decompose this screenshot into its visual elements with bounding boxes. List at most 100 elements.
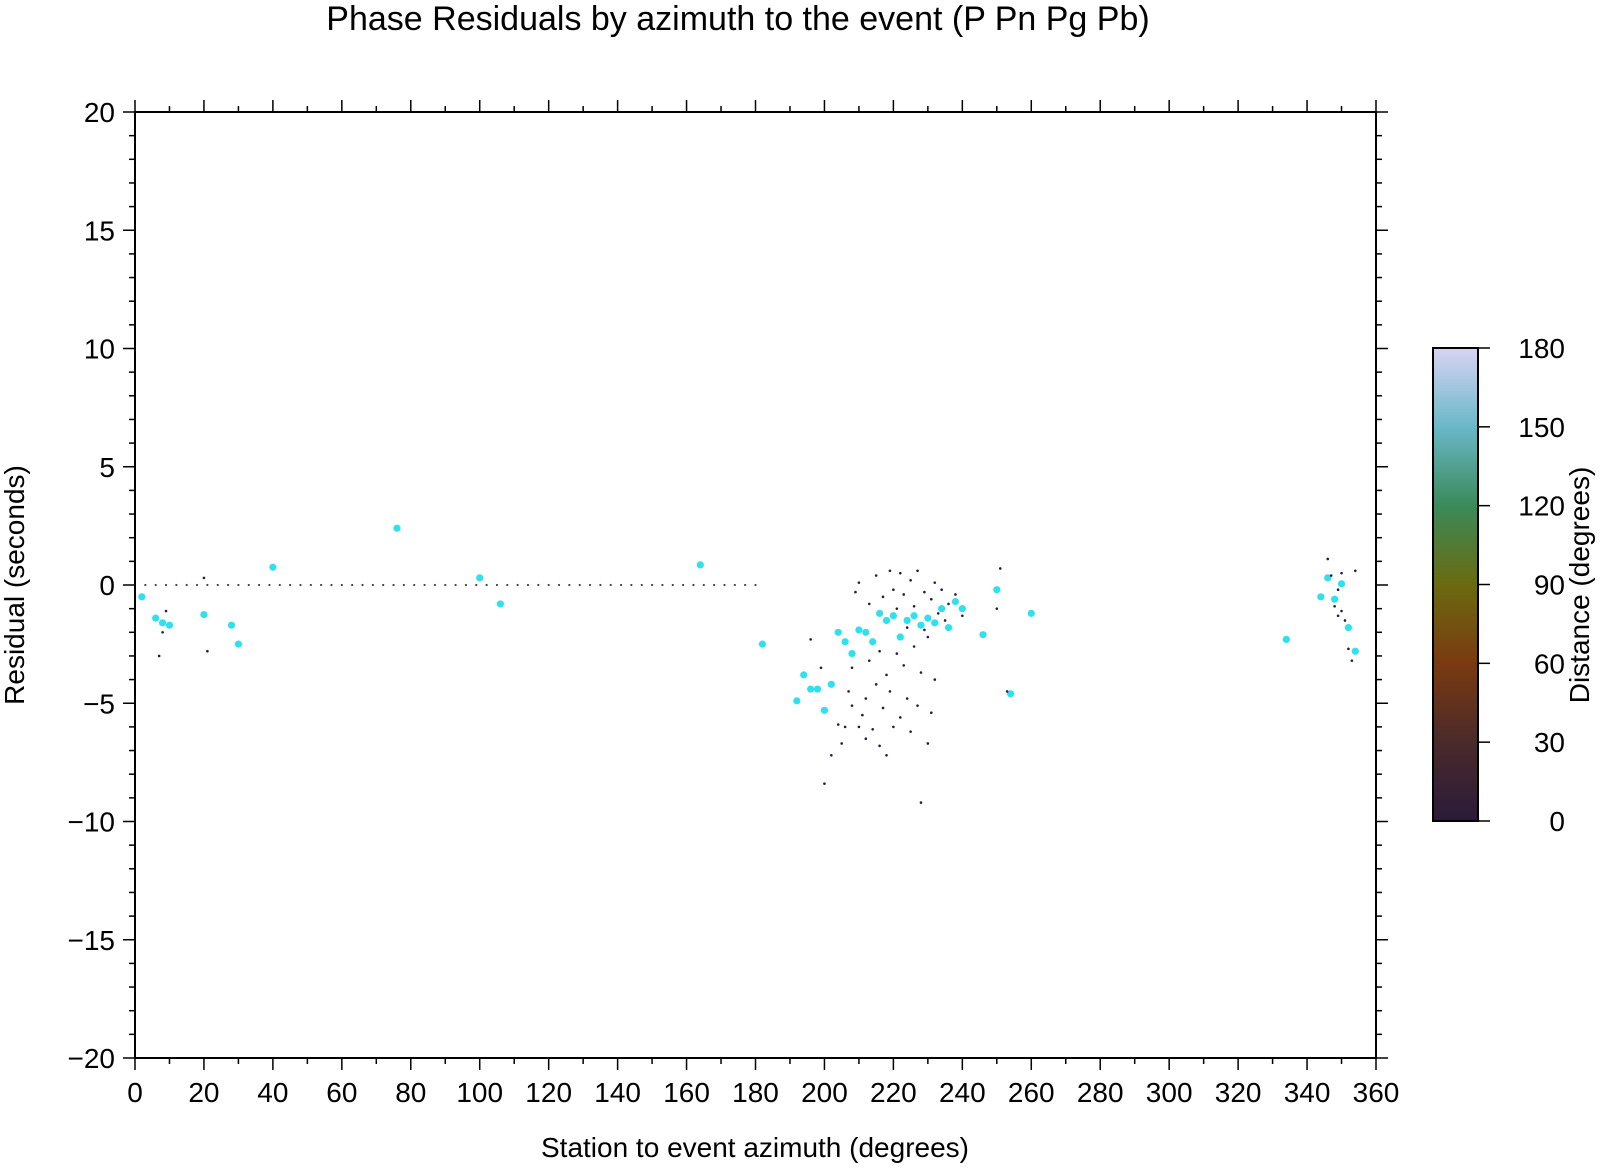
data-point xyxy=(848,649,856,658)
data-point xyxy=(464,583,468,587)
data-point xyxy=(1336,588,1340,592)
data-point xyxy=(588,583,592,587)
colorbar-tick-label: 30 xyxy=(1534,727,1565,758)
data-point xyxy=(881,595,885,599)
data-point xyxy=(869,638,877,646)
data-point xyxy=(578,583,581,587)
x-tick-label: 220 xyxy=(870,1077,917,1108)
data-point xyxy=(951,597,960,606)
data-point xyxy=(850,666,854,670)
data-point xyxy=(382,583,385,587)
chart-title: Phase Residuals by azimuth to the event … xyxy=(326,0,1149,38)
data-point xyxy=(800,671,808,679)
data-point xyxy=(258,583,261,587)
data-point xyxy=(892,725,895,729)
data-point xyxy=(185,583,188,587)
data-point xyxy=(836,723,840,726)
data-point xyxy=(206,649,209,653)
colorbar-tick-label: 0 xyxy=(1549,806,1565,837)
x-tick-label: 180 xyxy=(732,1077,779,1108)
data-point xyxy=(661,583,664,587)
data-point xyxy=(371,583,374,587)
data-point xyxy=(237,583,240,587)
y-tick-label: −15 xyxy=(68,925,116,956)
data-point xyxy=(195,583,199,587)
data-point xyxy=(1329,574,1333,577)
data-point xyxy=(1282,635,1290,643)
data-point xyxy=(454,583,457,587)
data-point xyxy=(138,593,146,601)
x-tick-label: 0 xyxy=(127,1077,143,1108)
data-point xyxy=(888,690,892,693)
data-point xyxy=(896,633,904,641)
data-point xyxy=(871,727,875,731)
data-point xyxy=(830,753,833,757)
colorbar-tick-label: 60 xyxy=(1534,648,1565,679)
data-point xyxy=(867,602,871,606)
data-point xyxy=(713,583,716,587)
data-point xyxy=(682,583,685,587)
y-tick-label: 5 xyxy=(99,452,115,483)
y-axis-label: Residual (seconds) xyxy=(0,465,30,705)
x-tick-label: 320 xyxy=(1215,1077,1262,1108)
data-point xyxy=(933,678,937,681)
data-point xyxy=(793,697,801,705)
data-point xyxy=(758,640,766,648)
data-point xyxy=(361,583,364,587)
data-point xyxy=(164,609,168,613)
x-tick-label: 360 xyxy=(1353,1077,1400,1108)
y-tick-label: −5 xyxy=(83,688,115,719)
data-point xyxy=(1326,557,1330,561)
x-tick-label: 20 xyxy=(188,1077,219,1108)
data-point xyxy=(940,588,943,592)
data-point xyxy=(917,621,925,629)
data-point xyxy=(278,583,281,587)
data-point xyxy=(299,583,302,587)
data-point xyxy=(393,524,401,532)
data-point xyxy=(744,583,747,587)
data-point xyxy=(888,569,892,573)
data-point xyxy=(820,706,829,714)
data-point xyxy=(926,742,930,745)
data-point xyxy=(905,626,909,629)
data-point xyxy=(1006,690,1015,698)
data-point xyxy=(958,605,966,613)
data-point xyxy=(882,616,891,625)
data-point xyxy=(905,697,909,700)
data-point xyxy=(433,583,437,587)
data-point xyxy=(995,607,999,610)
x-tick-label: 340 xyxy=(1284,1077,1331,1108)
data-point xyxy=(247,583,250,587)
data-point xyxy=(164,583,168,587)
data-point xyxy=(857,581,861,584)
x-tick-label: 120 xyxy=(525,1077,572,1108)
data-point xyxy=(892,588,895,592)
y-tick-label: −20 xyxy=(68,1043,116,1074)
data-point xyxy=(1344,623,1353,632)
x-tick-label: 60 xyxy=(326,1077,357,1108)
data-point xyxy=(158,619,167,627)
data-point xyxy=(876,609,884,617)
data-point xyxy=(144,583,147,587)
data-point xyxy=(506,583,509,587)
data-point xyxy=(609,583,612,587)
data-point xyxy=(924,614,932,622)
data-point xyxy=(827,680,835,688)
data-point xyxy=(671,583,674,587)
data-point xyxy=(161,631,164,634)
data-point xyxy=(898,571,902,575)
data-point xyxy=(733,583,736,587)
data-point xyxy=(919,671,923,674)
data-point xyxy=(862,628,870,636)
x-tick-label: 300 xyxy=(1146,1077,1193,1108)
data-point xyxy=(444,583,447,587)
data-point xyxy=(269,563,277,571)
y-tick-label: 15 xyxy=(84,215,115,246)
data-point xyxy=(902,664,906,667)
data-point xyxy=(926,635,930,639)
x-tick-label: 200 xyxy=(801,1077,848,1108)
data-point xyxy=(200,610,208,619)
